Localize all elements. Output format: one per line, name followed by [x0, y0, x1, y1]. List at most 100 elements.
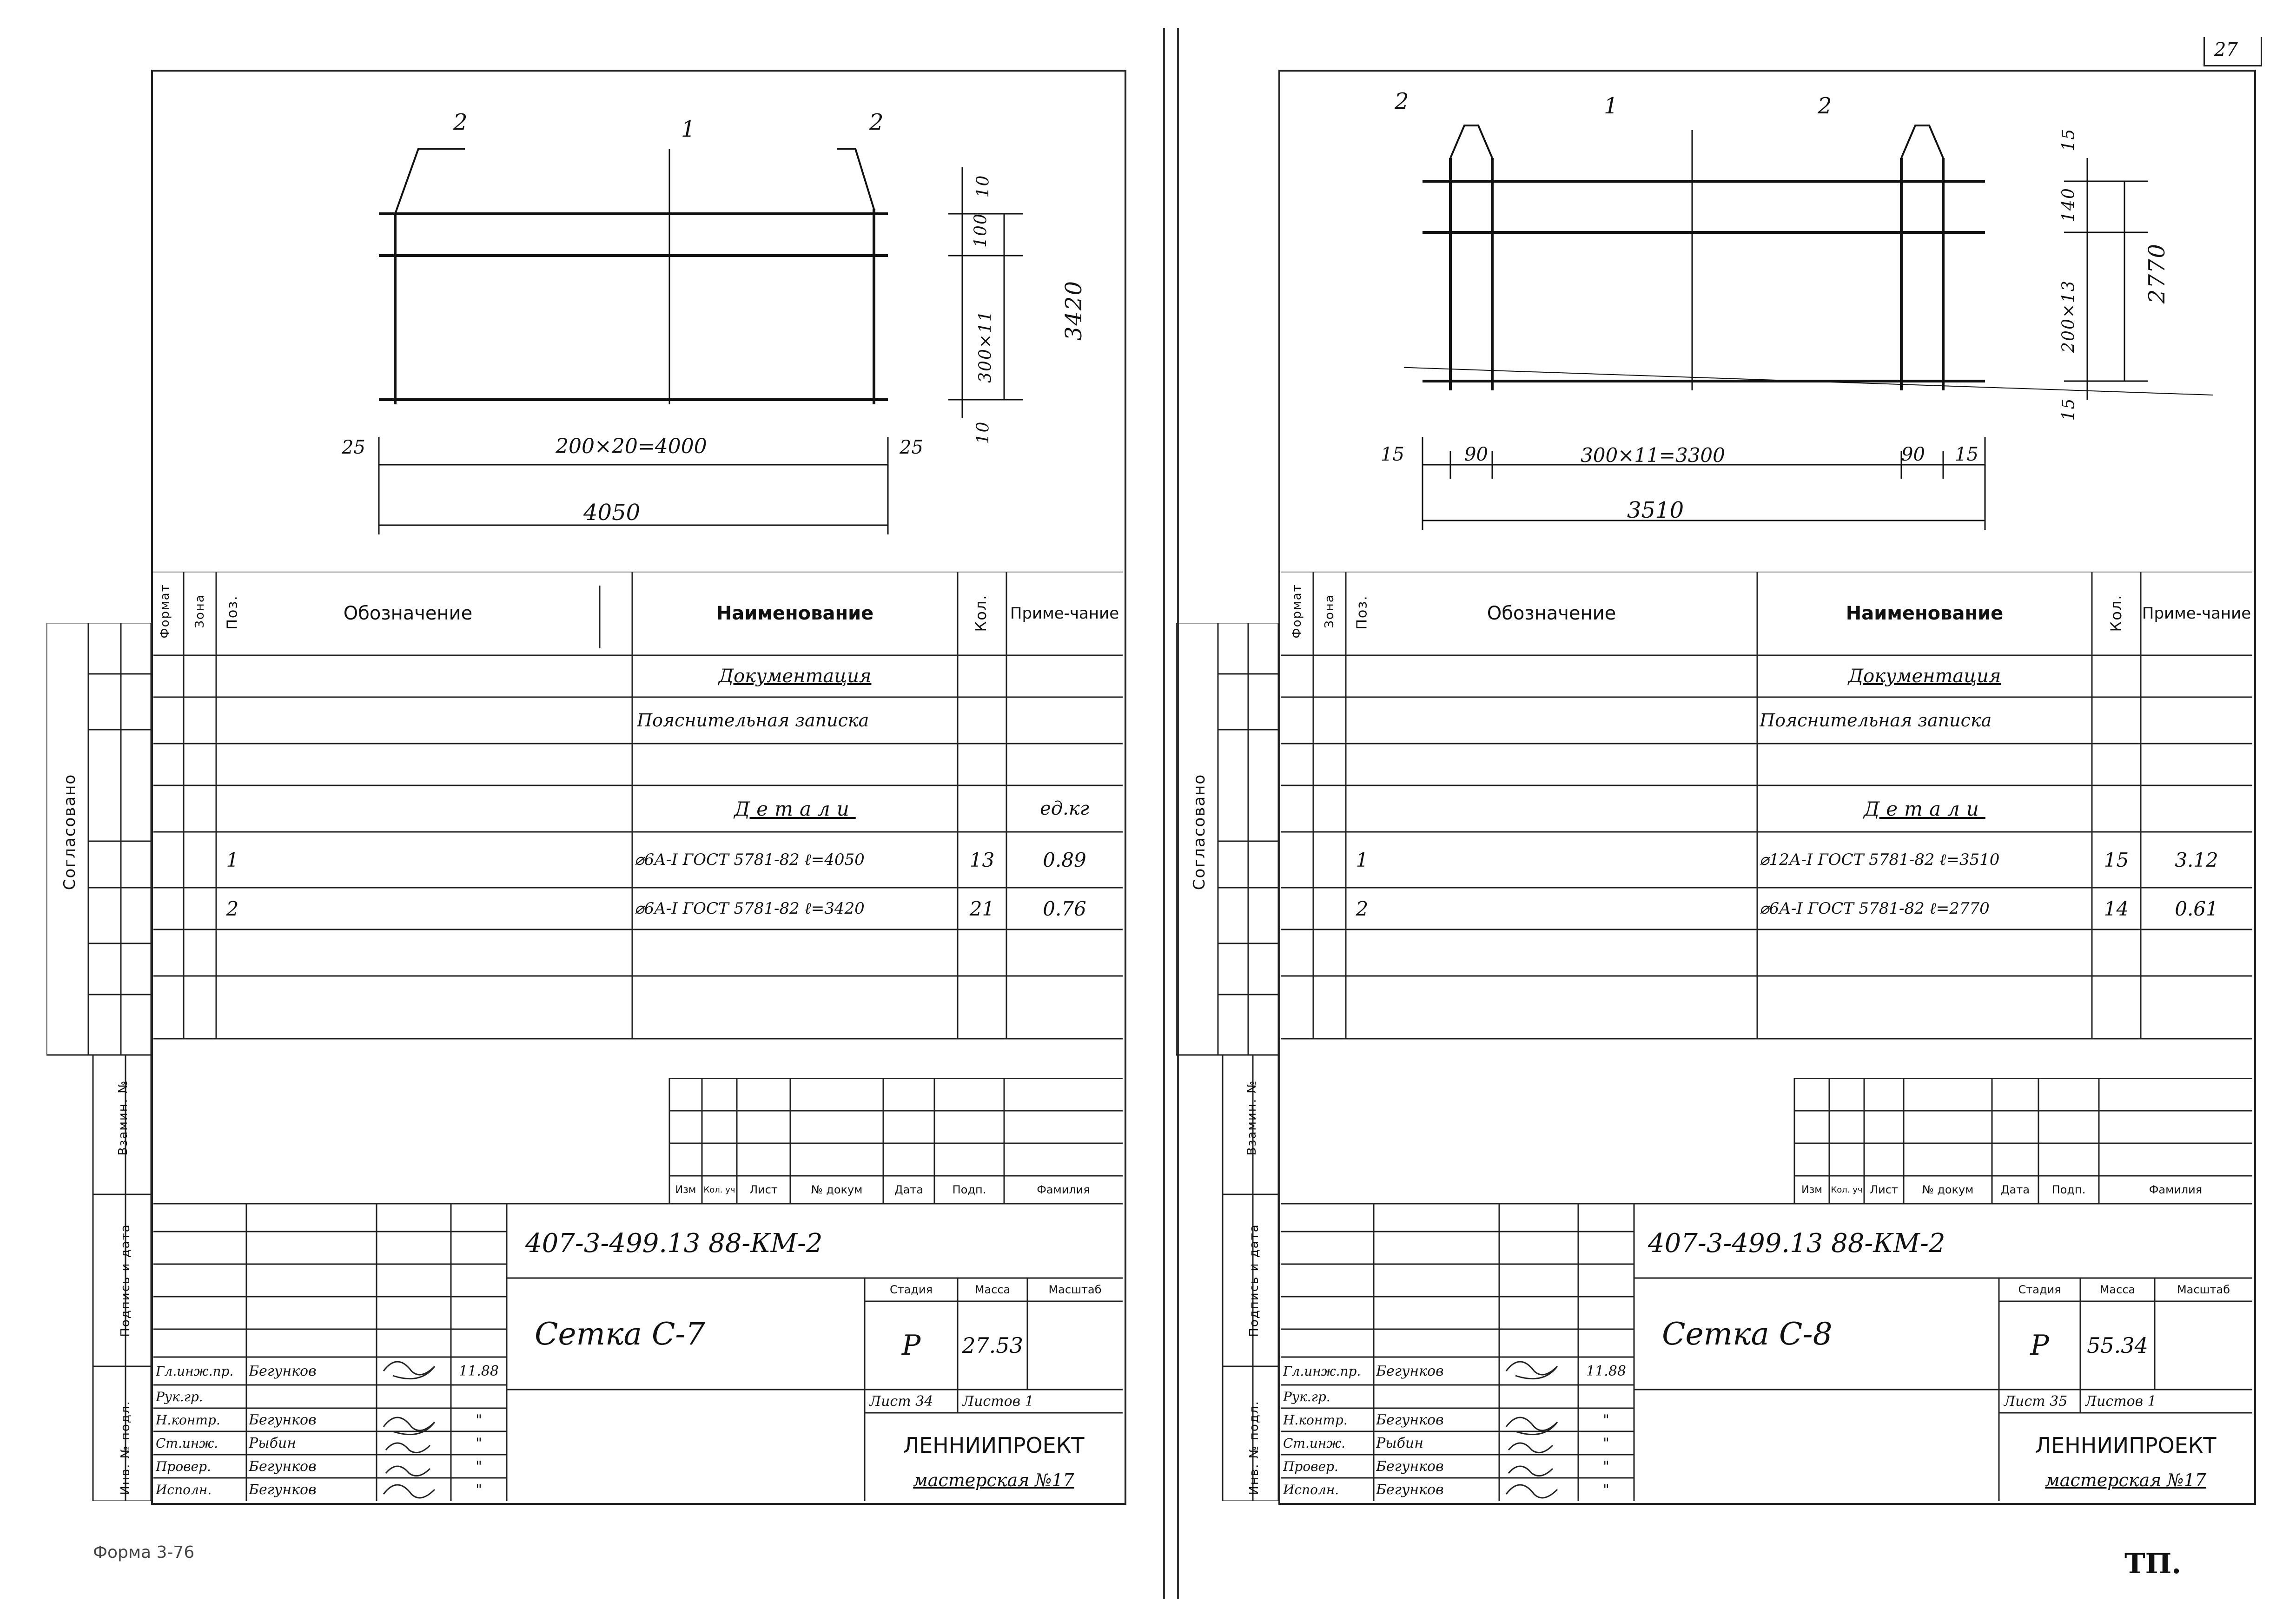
stage-label: Стадия — [2018, 1283, 2061, 1296]
change-header: Кол. уч — [703, 1185, 735, 1195]
change-header: Дата — [894, 1183, 924, 1196]
header-qty: Кол. — [972, 594, 990, 632]
drawing-title: Сетка С-7 — [535, 1316, 705, 1352]
role-date: 11.88 — [1586, 1363, 1626, 1379]
header-zone: Зона — [193, 594, 207, 628]
spec-row-pos: 2 — [226, 897, 239, 920]
role-label: Провер. — [156, 1458, 211, 1474]
dimension-label: 25 — [342, 437, 365, 458]
mass-value: 27.53 — [962, 1333, 1023, 1358]
page-number-box: 27 — [2203, 37, 2262, 66]
position-label-2b: 2 — [869, 109, 884, 135]
dimension-label: 90 — [1464, 444, 1488, 465]
header-note: Приме-чание — [1010, 604, 1119, 623]
spec-row-name: Детали — [734, 797, 856, 820]
header-designation: Обозначение — [343, 603, 473, 624]
role-label: Ст.инж. — [156, 1435, 218, 1451]
sheet-frame — [151, 70, 1126, 1505]
spec-row-name: Документация — [718, 666, 872, 687]
change-header: № докум — [1922, 1183, 1974, 1196]
side-label-sign-date: Подпись и дата — [1247, 1224, 1261, 1337]
dimension-label: 300×11 — [976, 310, 995, 383]
fold-line — [1163, 28, 1165, 1599]
side-label-inv-orig: Инв. № подл. — [119, 1400, 132, 1495]
role-name: Бегунков — [249, 1363, 317, 1379]
change-header: Изм — [1801, 1184, 1822, 1196]
spec-row-name: ⌀6А-I ГОСТ 5781-82 ℓ=2770 — [1760, 899, 1990, 918]
dimension-label: 10 — [973, 421, 993, 444]
spec-row-note: 0.61 — [2175, 897, 2218, 920]
role-date: " — [476, 1411, 482, 1428]
side-strip — [1176, 623, 1278, 1501]
signature-marks — [1505, 1361, 1558, 1499]
role-name: Бегунков — [249, 1481, 317, 1498]
role-name: Бегунков — [249, 1458, 317, 1475]
side-label-replace-inv: Взамин. № — [1245, 1080, 1259, 1156]
spec-row-qty: 21 — [969, 897, 995, 920]
role-date: " — [1603, 1411, 1609, 1428]
drawing-title: Сетка С-8 — [1662, 1316, 1833, 1352]
role-label: Ст.инж. — [1283, 1435, 1346, 1451]
header-designation: Обозначение — [1487, 603, 1616, 624]
signature-marks — [383, 1361, 436, 1499]
sheets-total: Листов 1 — [962, 1393, 1034, 1410]
scale-label: Масштаб — [1048, 1283, 1102, 1296]
dimension-label: 15 — [1955, 444, 1978, 465]
spec-row-name: ⌀12А-I ГОСТ 5781-82 ℓ=3510 — [1760, 850, 2000, 869]
position-label-2b: 2 — [1818, 93, 1832, 119]
spec-row-name: ⌀6А-I ГОСТ 5781-82 ℓ=3420 — [635, 899, 865, 918]
mesh-drawing — [1404, 125, 2213, 530]
page-number: 27 — [2214, 39, 2238, 60]
role-label: Гл.инж.пр. — [1283, 1363, 1361, 1379]
change-header: № докум — [811, 1183, 863, 1196]
form-label: Форма 3-76 — [93, 1543, 195, 1562]
dimension-label: 100 — [971, 213, 991, 248]
header-note: Приме-чание — [2142, 604, 2251, 623]
spec-row-note: 0.89 — [1043, 848, 1086, 871]
drawing-sheet-left: 2 1 2 25 200×20=4000 25 4050 10 100 300×… — [46, 70, 1126, 1562]
footer-mark: ТП. — [2124, 1548, 2182, 1580]
header-zone: Зона — [1323, 594, 1337, 628]
sheets-total: Листов 1 — [2085, 1393, 2157, 1410]
sheet-number: Лист 35 — [2004, 1393, 2068, 1410]
specification-table: Формат Зона Поз. Обозначение Наименовани… — [1281, 572, 2252, 1041]
position-label-1: 1 — [1604, 93, 1618, 119]
side-strip — [46, 623, 151, 1501]
role-label: Рук.гр. — [156, 1389, 203, 1404]
side-label-replace-inv: Взамин. № — [116, 1080, 130, 1156]
spec-row-pos: 2 — [1356, 897, 1369, 920]
spec-row-qty: 15 — [2104, 848, 2129, 871]
role-name: Бегунков — [1376, 1458, 1444, 1475]
role-name: Бегунков — [1376, 1481, 1444, 1498]
dimension-label: 200×20=4000 — [556, 435, 707, 458]
document-code: 407-3-499.13 88-КМ-2 — [1648, 1228, 1945, 1259]
change-header: Изм — [675, 1184, 696, 1196]
stage-value: Р — [2030, 1329, 2049, 1362]
dimension-label: 15 — [2059, 397, 2078, 421]
stage-value: Р — [901, 1329, 921, 1362]
sheet-frame — [1278, 70, 2256, 1505]
change-header: Фамилия — [1037, 1183, 1090, 1196]
spec-row-name: Пояснительная записка — [1760, 710, 1992, 731]
spec-row-pos: 1 — [1356, 848, 1369, 871]
title-block: Изм Кол. уч Лист № докум Дата Подп. Фами… — [153, 1078, 1123, 1501]
role-date: " — [476, 1458, 482, 1475]
position-label-2a: 2 — [1395, 88, 1409, 114]
header-name: Наименование — [716, 603, 874, 624]
role-name: Рыбин — [1376, 1435, 1424, 1451]
document-code: 407-3-499.13 88-КМ-2 — [525, 1228, 823, 1259]
spec-row-qty: 14 — [2104, 897, 2129, 920]
role-date: " — [1603, 1481, 1609, 1498]
header-qty: Кол. — [2107, 594, 2125, 632]
dimension-label: 15 — [1381, 444, 1404, 465]
header-name: Наименование — [1846, 603, 2004, 624]
side-label-agreed: Согласовано — [1190, 773, 1209, 890]
spec-row-qty: 13 — [969, 848, 995, 871]
role-name: Рыбин — [249, 1435, 297, 1451]
dimension-label: 300×11=3300 — [1581, 444, 1725, 467]
role-label: Исполн. — [156, 1482, 212, 1497]
spec-row-name: ⌀6А-I ГОСТ 5781-82 ℓ=4050 — [635, 850, 865, 869]
role-label: Исполн. — [1283, 1482, 1339, 1497]
role-date: " — [476, 1481, 482, 1498]
dimension-label: 10 — [973, 174, 993, 198]
